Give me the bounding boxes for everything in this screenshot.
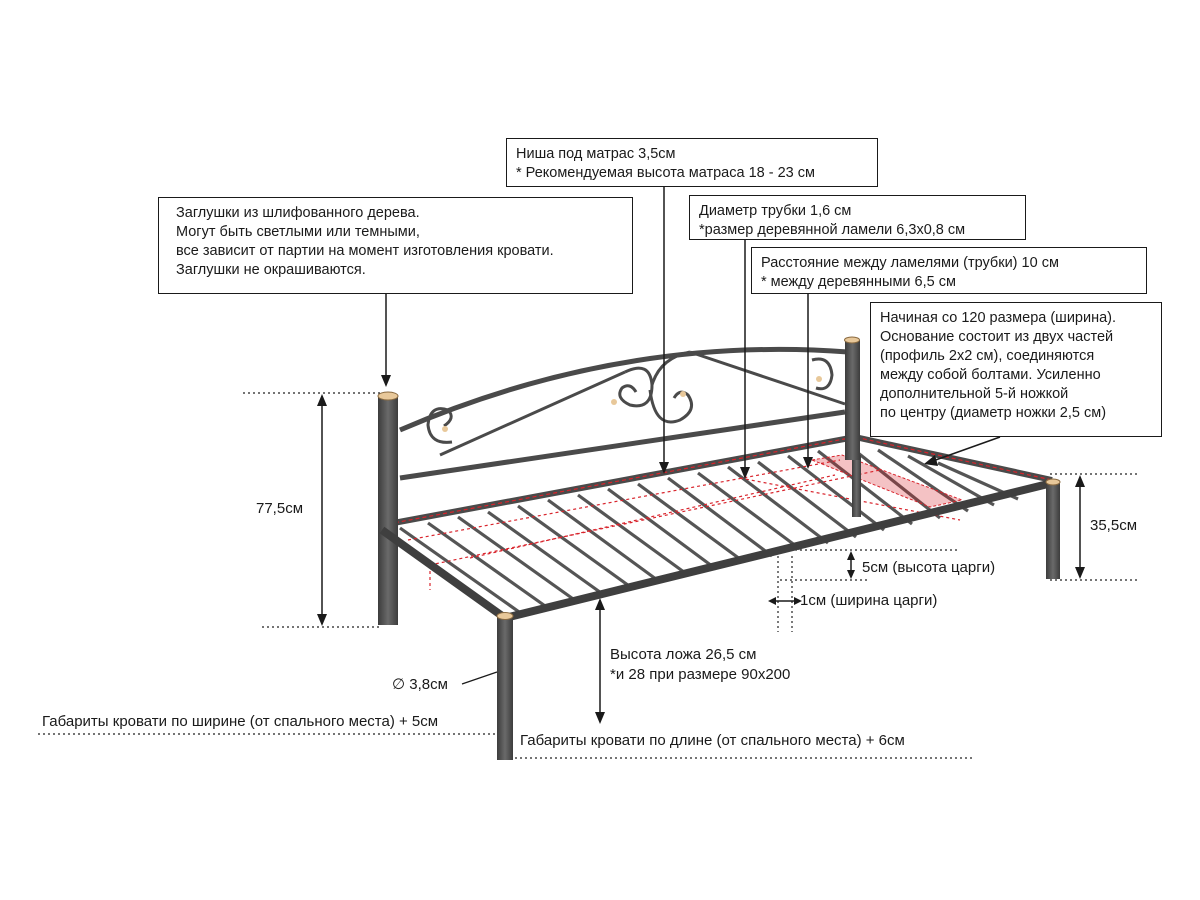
length-dimensions-note: Габариты кровати по длине (от спального … — [520, 732, 905, 749]
callout-line: все зависит от партии на момент изготовл… — [176, 243, 554, 259]
total-height-label: 77,5см — [256, 500, 304, 517]
wood-cap-icon — [377, 391, 399, 401]
wood-cap-icon — [844, 336, 860, 344]
center-support-leg — [852, 455, 861, 517]
mattress-niche-callout: Ниша под матрас 3,5см * Рекомендуемая вы… — [506, 138, 878, 187]
front-left-leg — [497, 617, 513, 760]
callout-line: Ниша под матрас 3,5см — [516, 146, 676, 162]
dimension-arrowheads — [317, 394, 1085, 724]
bed-height-label: Высота ложа 26,5 см *и 28 при размере 90… — [610, 645, 790, 685]
callout-line: дополнительной 5-й ножкой — [880, 386, 1069, 402]
foot-height-label: 35,5см — [1090, 517, 1138, 534]
callout-line: (профиль 2х2 см), соединяются — [880, 348, 1095, 364]
headboard-ornament-dot — [611, 399, 617, 405]
base-construction-callout: Начиная со 120 размера (ширина). Основан… — [870, 302, 1162, 437]
callout-line: * между деревянными 6,5 см — [761, 274, 956, 290]
leader-lines — [385, 186, 1001, 473]
callout-line: Заглушки не окрашиваются. — [176, 262, 366, 278]
reference-lines — [38, 392, 1140, 759]
leg-diameter-leader — [461, 671, 498, 685]
wood-slat-highlight — [810, 454, 964, 508]
wood-cap-icon — [496, 612, 514, 620]
width-dimensions-note: Габариты кровати по ширине (от спального… — [42, 713, 439, 730]
rail-height-label: 5см (высота царги) — [862, 559, 996, 576]
rail-width-label: 1см (ширина царги) — [800, 592, 938, 609]
wood-caps-callout: Заглушки из шлифованного дерева. Могут б… — [158, 197, 633, 294]
headboard-left-post — [378, 397, 398, 625]
callout-line: между собой болтами. Усиленно — [880, 367, 1101, 383]
headboard-right-post — [845, 340, 860, 460]
slat-spacing-callout: Расстояние между ламелями (трубки) 10 см… — [751, 247, 1147, 294]
headboard-ornament-dot — [816, 376, 822, 382]
callout-line: *размер деревянной ламели 6,3х0,8 см — [699, 222, 966, 238]
tube-diameter-callout: Диаметр трубки 1,6 см *размер деревянной… — [689, 195, 1026, 240]
callout-line: Могут быть светлыми или темными, — [176, 224, 420, 240]
callout-line: Начиная со 120 размера (ширина). — [880, 310, 1117, 326]
callout-line: Основание состоит из двух частей — [880, 329, 1114, 345]
callout-line: * Рекомендуемая высота матраса 18 - 23 с… — [516, 165, 815, 181]
leader-arrowheads — [381, 375, 938, 479]
leg-diameter-label: ∅ 3,8см — [392, 676, 448, 693]
callout-line: Заглушки из шлифованного дерева. — [176, 205, 420, 221]
callout-line: по центру (диаметр ножки 2,5 см) — [880, 405, 1107, 421]
callout-line: Диаметр трубки 1,6 см — [699, 203, 852, 219]
bed-height-line: Высота ложа 26,5 см — [610, 646, 757, 663]
callout-line: Расстояние между ламелями (трубки) 10 см — [761, 255, 1059, 271]
headboard-ornament-dot — [442, 426, 448, 432]
slats — [399, 443, 1019, 616]
bed-height-note: *и 28 при размере 90х200 — [610, 666, 791, 683]
headboard — [399, 346, 849, 481]
front-right-leg — [1046, 483, 1060, 579]
headboard-ornament-dot — [680, 391, 686, 397]
wood-cap-icon — [1045, 478, 1061, 486]
